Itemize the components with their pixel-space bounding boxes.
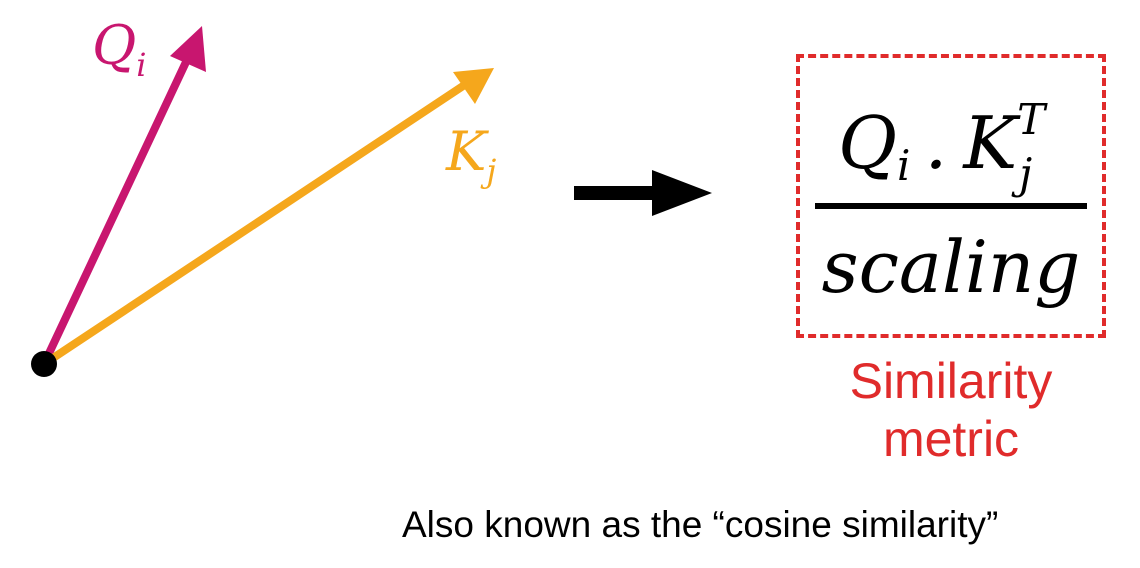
- similarity-formula-box: [796, 54, 1106, 338]
- key-vector: [40, 68, 494, 368]
- query-label-sub: i: [136, 46, 146, 84]
- similarity-metric-label: Similarity metric: [790, 352, 1112, 468]
- query-arrowhead: [170, 26, 206, 72]
- key-label-base: K: [445, 120, 489, 183]
- query-label-base: Q: [92, 14, 136, 77]
- origin-point: [31, 351, 57, 377]
- query-label: Qi: [92, 14, 147, 84]
- query-vector: [40, 26, 206, 368]
- numerator-dot: .: [924, 101, 947, 185]
- numerator-k: K: [961, 101, 1021, 185]
- implies-arrow: [574, 170, 712, 216]
- key-arrowhead: [453, 68, 494, 104]
- similarity-label-line2: metric: [882, 411, 1020, 467]
- cosine-similarity-note: Also known as the “cosine similarity”: [402, 504, 999, 545]
- key-label: Kj: [445, 120, 496, 190]
- numerator-k-sup: T: [1017, 95, 1048, 144]
- numerator-q: Q: [838, 101, 897, 185]
- similarity-label-line1: Similarity: [849, 353, 1053, 409]
- formula-denominator: scaling: [822, 225, 1081, 309]
- fraction-bar: [815, 203, 1087, 209]
- numerator-q-sub: i: [897, 141, 910, 190]
